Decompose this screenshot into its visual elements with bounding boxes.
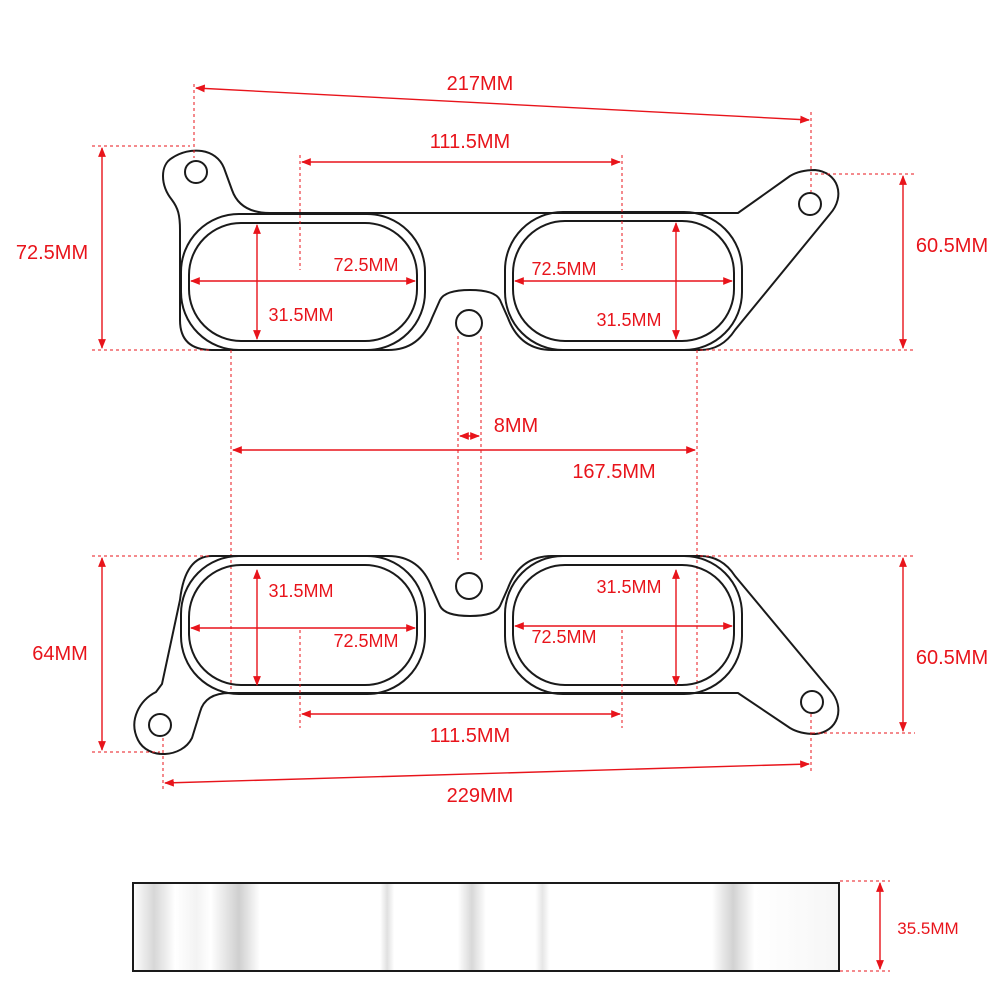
side-view (132, 882, 840, 972)
top-left-port-inner (188, 222, 418, 342)
bottom-right-height-label: 60.5MM (916, 647, 988, 669)
bottom-center-pin-hole (455, 572, 483, 600)
bottom-port-spacing-label: 111.5MM (430, 725, 510, 747)
bottom-overall-length-label: 229MM (447, 785, 514, 807)
bottom-right-port-inner (512, 564, 735, 686)
top-left-port-height-label: 31.5MM (268, 305, 333, 325)
bottom-left-port-height-label: 31.5MM (268, 581, 333, 601)
bottom-dimension-lines (98, 557, 907, 787)
top-right-port-inner (512, 220, 735, 342)
pin-width-label: 8MM (494, 415, 538, 437)
top-gasket-outline (162, 149, 840, 351)
top-right-port-width-label: 72.5MM (531, 259, 596, 279)
bottom-guides (92, 555, 915, 792)
middle-dimension-lines (232, 432, 696, 454)
top-left-height-label: 72.5MM (16, 242, 88, 264)
side-thickness-label: 35.5MM (897, 919, 958, 938)
bottom-right-bolt-hole (800, 690, 824, 714)
bottom-right-port-width-label: 72.5MM (531, 627, 596, 647)
bottom-left-bolt-hole (148, 713, 172, 737)
top-center-pin-hole (455, 309, 483, 337)
top-right-port-height-label: 31.5MM (596, 310, 661, 330)
top-guides (92, 84, 915, 351)
top-right-bolt-hole (798, 192, 822, 216)
bottom-left-port-outer (180, 555, 426, 695)
bottom-right-port-outer (504, 555, 743, 695)
top-right-height-label: 60.5MM (916, 235, 988, 257)
bottom-left-height-label: 64MM (32, 643, 88, 665)
top-left-port-outer (180, 213, 426, 351)
top-right-port-outer (504, 211, 743, 351)
bottom-left-port-inner (188, 564, 418, 686)
bottom-left-port-width-label: 72.5MM (333, 631, 398, 651)
top-left-port-width-label: 72.5MM (333, 255, 398, 275)
top-left-bolt-hole (184, 160, 208, 184)
top-overall-length-line (195, 84, 810, 124)
top-port-spacing-label: 111.5MM (430, 131, 510, 153)
flange-width-label: 167.5MM (572, 461, 655, 483)
bottom-gasket-outline (133, 555, 840, 755)
bottom-gasket (133, 555, 840, 755)
bottom-right-port-height-label: 31.5MM (596, 577, 661, 597)
top-dimension-lines (98, 84, 907, 349)
top-gasket (162, 149, 840, 351)
side-guides (840, 880, 890, 972)
middle-guides (230, 336, 698, 690)
top-overall-length-label: 217MM (447, 73, 514, 95)
side-view-block (132, 882, 840, 972)
bottom-overall-length-line (164, 760, 810, 787)
